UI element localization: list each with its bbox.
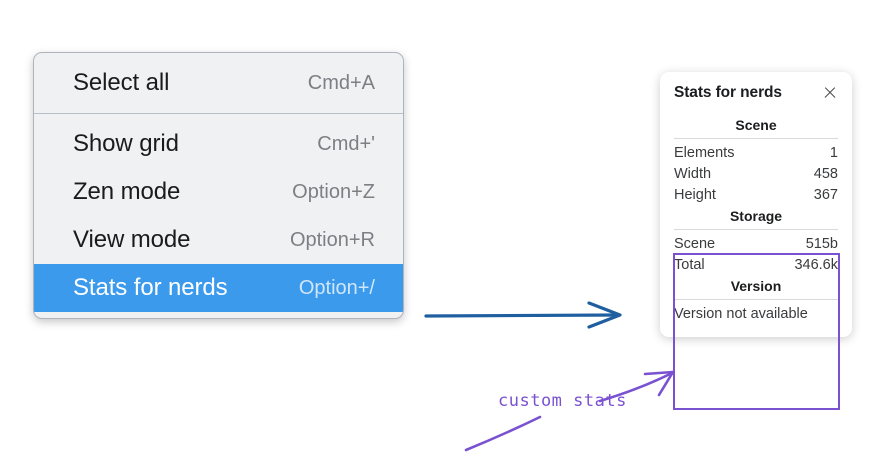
purple-underline-stroke (464, 415, 542, 452)
section-heading: Scene (735, 117, 777, 133)
version-value: Version not available (674, 306, 808, 322)
menu-item-show-grid[interactable]: Show grid Cmd+' (34, 120, 403, 168)
menu-item-view-mode[interactable]: View mode Option+R (34, 216, 403, 264)
stat-row: Total 346.6k (674, 254, 838, 275)
menu-item-shortcut: Cmd+A (307, 71, 375, 94)
menu-item-label: Show grid (73, 130, 179, 157)
stat-value: 515b (805, 235, 838, 252)
menu-item-zen-mode[interactable]: Zen mode Option+Z (34, 168, 403, 216)
stat-key: Scene (674, 235, 716, 252)
menu-item-shortcut: Option+Z (292, 180, 375, 203)
stat-key: Total (674, 256, 705, 273)
section-divider (674, 299, 838, 300)
stat-row: Width 458 (674, 163, 838, 184)
menu-item-label: Stats for nerds (73, 274, 228, 301)
menu-item-shortcut: Cmd+' (317, 132, 375, 155)
menu-group-1: Select all Cmd+A (34, 53, 403, 113)
stats-section-version: Version Version not available (674, 275, 838, 323)
stat-value: 1 (829, 144, 838, 161)
stat-row: Elements 1 (674, 142, 838, 163)
menu-item-shortcut: Option+/ (298, 276, 375, 299)
menu-item-shortcut: Option+R (289, 228, 375, 251)
section-heading: Version (730, 278, 782, 294)
stat-value: 346.6k (794, 256, 838, 273)
stat-row: Height 367 (674, 184, 838, 205)
stats-section-scene: Scene Elements 1 Width 458 Height 367 (674, 114, 838, 205)
section-divider (674, 138, 838, 139)
stat-row: Scene 515b (674, 233, 838, 254)
stat-key: Height (674, 186, 716, 203)
section-heading: Storage (729, 208, 783, 224)
section-divider (674, 229, 838, 230)
menu-group-2: Show grid Cmd+' Zen mode Option+Z View m… (34, 113, 403, 318)
annotation-label-custom-stats: custom stats (498, 391, 627, 411)
menu-item-stats-for-nerds[interactable]: Stats for nerds Option+/ (34, 264, 403, 312)
menu-item-label: View mode (73, 226, 191, 253)
stat-value: 367 (813, 186, 838, 203)
close-icon[interactable] (822, 85, 838, 101)
stats-for-nerds-panel: Stats for nerds Scene Elements 1 Width 4… (660, 72, 852, 337)
blue-arrow (424, 301, 622, 329)
stats-panel-header: Stats for nerds (674, 84, 838, 102)
stats-panel-title: Stats for nerds (674, 84, 782, 101)
stat-value: 458 (813, 165, 838, 182)
menu-item-label: Zen mode (73, 178, 181, 205)
stats-section-storage: Storage Scene 515b Total 346.6k (674, 205, 838, 275)
menu-item-label: Select all (73, 69, 170, 96)
menu-item-select-all[interactable]: Select all Cmd+A (34, 59, 403, 107)
stat-key: Width (674, 165, 712, 182)
context-menu: Select all Cmd+A Show grid Cmd+' Zen mod… (33, 52, 404, 319)
stat-key: Elements (674, 144, 735, 161)
